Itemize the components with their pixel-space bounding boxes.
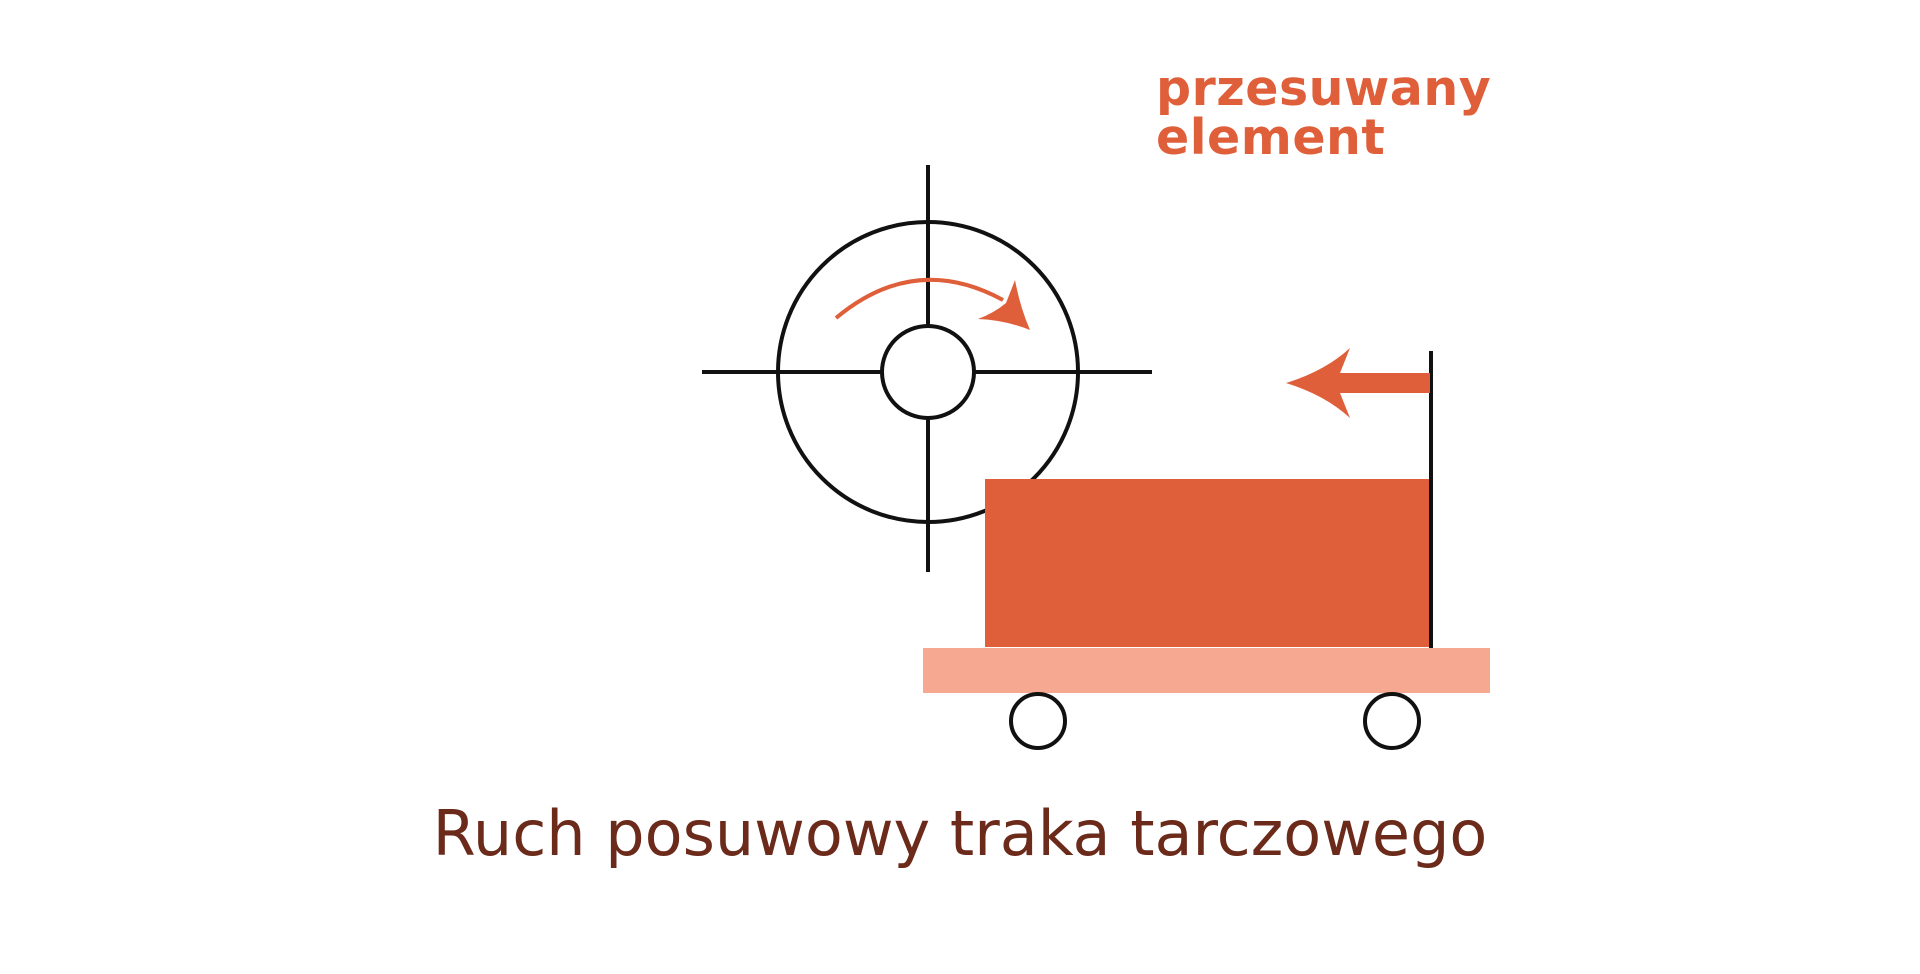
rotation-arrowhead bbox=[978, 280, 1030, 330]
moved-workpiece bbox=[985, 479, 1431, 647]
diagram-caption: Ruch posuwowy traka tarczowego bbox=[432, 797, 1488, 870]
arrow-left-icon bbox=[1286, 348, 1430, 418]
cart-platform bbox=[923, 648, 1490, 693]
wheel-icon bbox=[1009, 692, 1067, 750]
saw-disc-hub bbox=[880, 324, 976, 420]
feed-arrow-head bbox=[1286, 348, 1350, 418]
curved-arrow-right-icon bbox=[834, 277, 1030, 330]
rotation-arc bbox=[834, 277, 1004, 320]
cart-wheels bbox=[1009, 692, 1421, 750]
wheel-icon bbox=[1363, 692, 1421, 750]
moved-element-label-line2: element bbox=[1156, 109, 1386, 166]
moved-element-label-line1: przesuwany bbox=[1156, 60, 1492, 117]
feed-arrow-shaft bbox=[1338, 373, 1430, 393]
saw-disc bbox=[702, 165, 1152, 572]
moved-element-label: przesuwany element bbox=[1156, 64, 1491, 162]
